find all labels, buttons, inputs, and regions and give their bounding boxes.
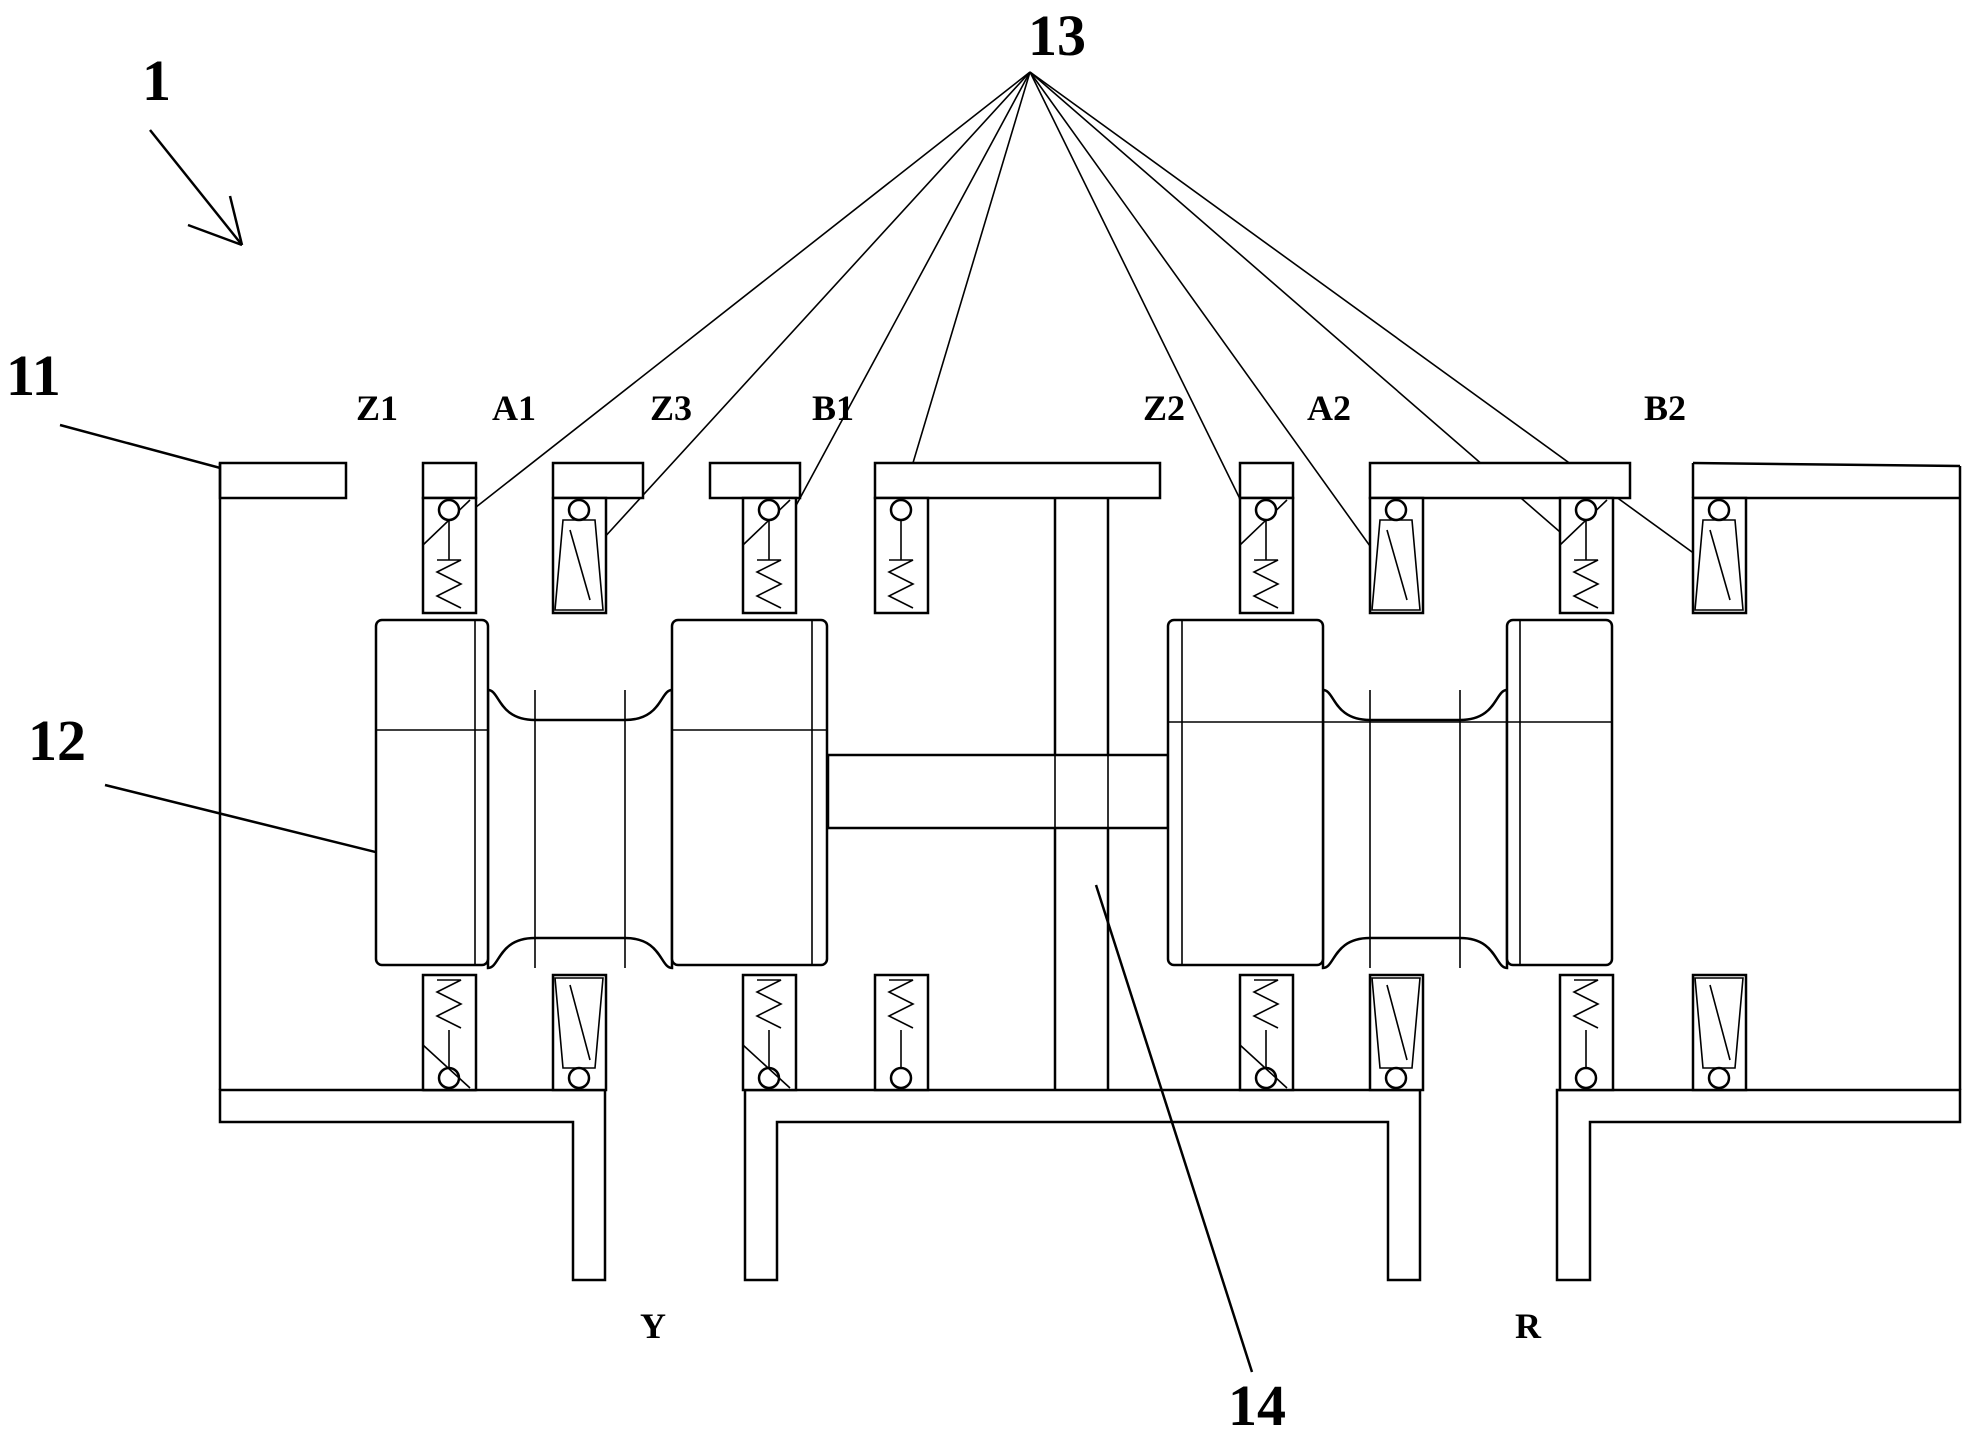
- label-spool: 12: [28, 708, 86, 773]
- seal-bottom-6: [1368, 973, 1425, 1092]
- seal-top-1: [421, 496, 478, 615]
- port-label-z2: Z2: [1143, 388, 1185, 428]
- seal-top-4: [873, 496, 930, 615]
- port-label-z3: Z3: [650, 388, 692, 428]
- label-assembly: 1: [142, 48, 171, 113]
- seal-top-6: [1368, 496, 1425, 615]
- seal-bottom-2: [551, 973, 608, 1092]
- seal-bottom-3: [741, 973, 798, 1092]
- port-label-b1: B1: [812, 388, 854, 428]
- leader-partition: [1094, 884, 1254, 1373]
- seal-bottom-1: [421, 973, 478, 1092]
- outlet-label-r: R: [1515, 1306, 1542, 1346]
- seal-bottom-8: [1691, 973, 1748, 1092]
- seal-bottom-4: [873, 973, 930, 1092]
- seal-bottom-5: [1238, 973, 1295, 1092]
- seals-top: [421, 496, 1748, 615]
- seals-bottom: [421, 973, 1748, 1092]
- port-label-z1: Z1: [356, 388, 398, 428]
- housing: [218, 461, 1962, 1282]
- assembly-arrow: [149, 129, 244, 247]
- seal-top-7: [1558, 496, 1615, 615]
- label-seals: 13: [1028, 3, 1086, 68]
- seal-bottom-7: [1558, 973, 1615, 1092]
- port-label-a1: A1: [492, 388, 536, 428]
- seal-top-5: [1238, 496, 1295, 615]
- port-label-a2: A2: [1307, 388, 1351, 428]
- seal-top-8: [1691, 496, 1748, 615]
- label-partition: 14: [1228, 1373, 1286, 1431]
- outlet-label-y: Y: [640, 1306, 666, 1346]
- seal-top-2: [551, 496, 608, 615]
- spool: [374, 618, 1614, 970]
- label-housing: 11: [6, 343, 61, 408]
- seal-top-3: [741, 496, 798, 615]
- port-label-b2: B2: [1644, 388, 1686, 428]
